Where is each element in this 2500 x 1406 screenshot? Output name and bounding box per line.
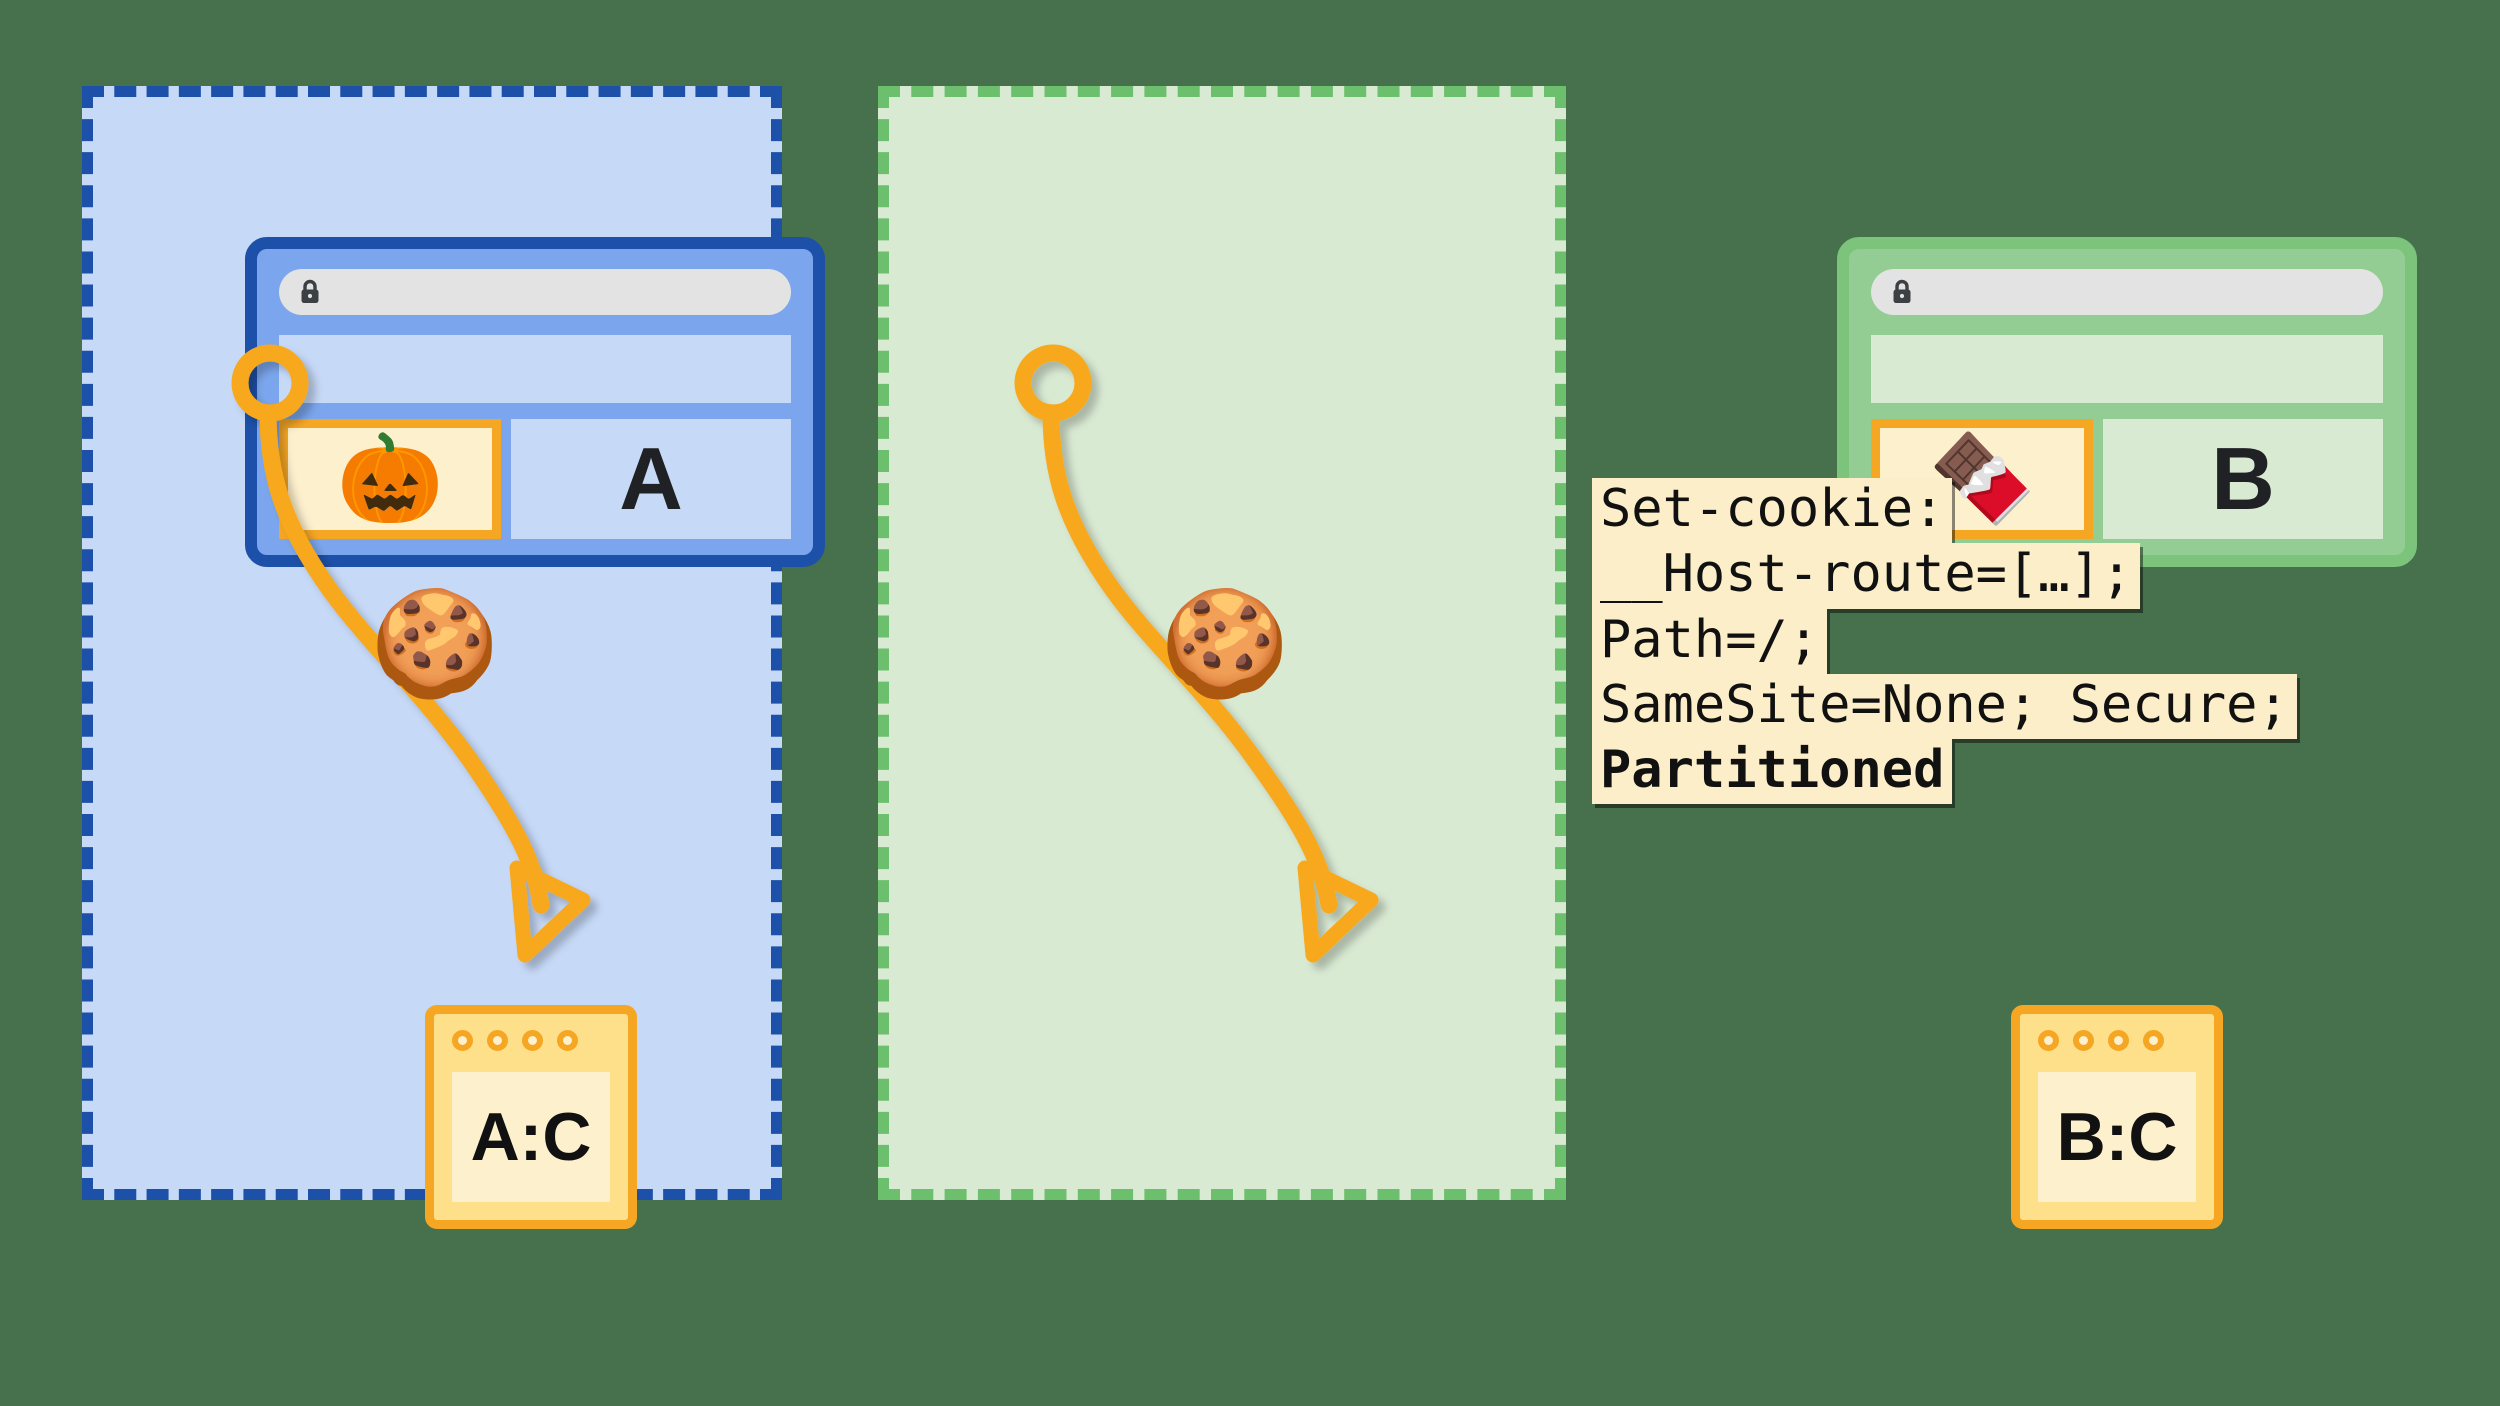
cookie-icon: 🍪	[370, 586, 500, 702]
code-line-path: Path=/;	[1592, 608, 1828, 674]
viewport-site-a: 🎃 A	[279, 419, 791, 539]
jack-o-lantern-icon: 🎃	[336, 431, 444, 527]
storage-screen-site-a: A:C	[452, 1072, 610, 1202]
address-bar-site-a[interactable]	[279, 269, 791, 315]
address-bar-site-b[interactable]	[1871, 269, 2383, 315]
partition-key-label: B:C	[2056, 1099, 2178, 1175]
code-line-partitioned: Partitioned	[1592, 739, 1953, 805]
storage-dot-icon	[2038, 1030, 2059, 1051]
viewport-site-b: 🍫 B	[1871, 419, 2383, 539]
storage-dot-icon	[2108, 1030, 2129, 1051]
lock-icon	[1889, 278, 1915, 306]
storage-dots-site-a	[452, 1030, 578, 1051]
lock-icon	[297, 278, 323, 306]
site-letter-label: B	[2211, 429, 2275, 528]
storage-dots-site-b	[2038, 1030, 2164, 1051]
set-cookie-header-code: Set-cookie: __Host-route=[…]; Path=/; Sa…	[1592, 478, 2297, 805]
code-line-host-route: __Host-route=[…];	[1592, 543, 2141, 609]
embedded-iframe-site-a: 🎃	[279, 419, 501, 539]
storage-dot-icon	[2143, 1030, 2164, 1051]
storage-dot-icon	[522, 1030, 543, 1051]
code-line-set-cookie: Set-cookie:	[1592, 478, 1953, 544]
page-content-site-b: B	[2103, 419, 2383, 539]
browser-window-site-b: 🍫 B	[1837, 237, 2417, 567]
storage-dot-icon	[487, 1030, 508, 1051]
tab-strip-site-b	[1871, 335, 2383, 403]
cookie-storage-site-b: B:C	[2011, 1005, 2223, 1229]
storage-dot-icon	[452, 1030, 473, 1051]
partition-site-b: 🍫 B B:C	[878, 86, 2417, 1229]
partition-key-label: A:C	[470, 1099, 592, 1175]
site-letter-label: A	[619, 429, 683, 528]
storage-dot-icon	[2073, 1030, 2094, 1051]
cookie-storage-site-a: A:C	[425, 1005, 637, 1229]
tab-strip-site-a	[279, 335, 791, 403]
browser-window-site-a: 🎃 A	[245, 237, 825, 567]
storage-screen-site-b: B:C	[2038, 1072, 2196, 1202]
cookie-icon: 🍪	[1160, 586, 1290, 702]
storage-dot-icon	[557, 1030, 578, 1051]
page-content-site-a: A	[511, 419, 791, 539]
code-line-samesite-secure: SameSite=None; Secure;	[1592, 673, 2297, 740]
